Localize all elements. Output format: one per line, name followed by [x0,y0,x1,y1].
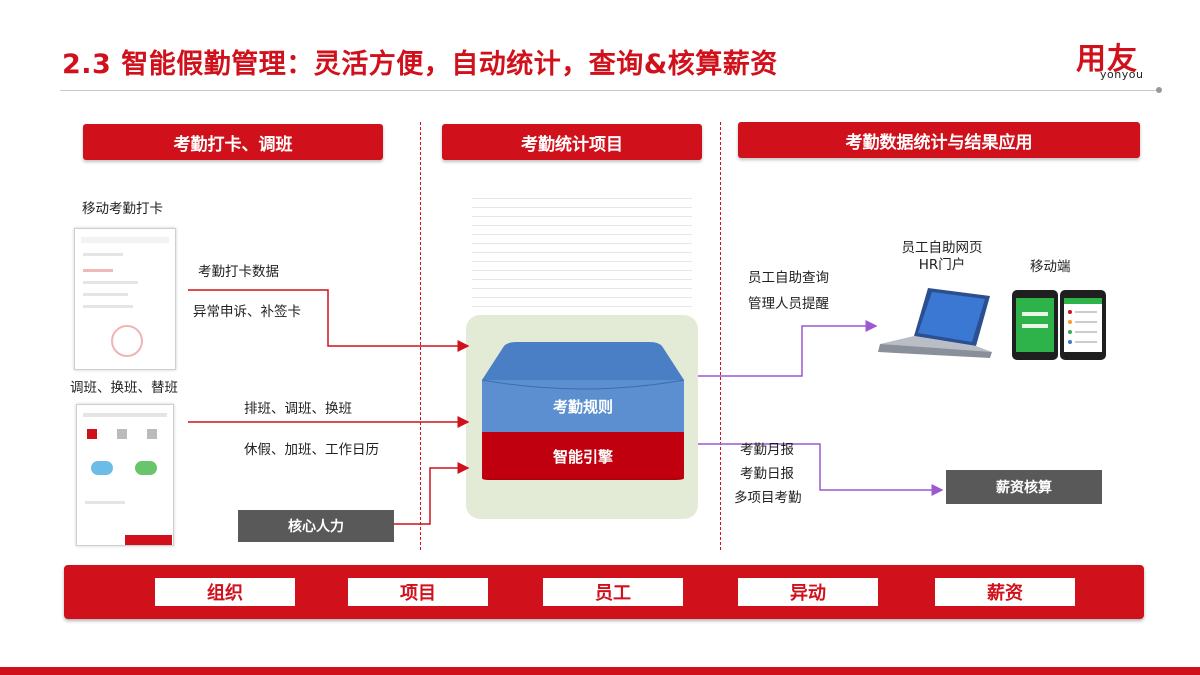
query-label-2: 管理人员提醒 [748,296,829,312]
header-attendance-items: 考勤统计项目 [442,124,702,160]
arrow1-label-2: 异常申诉、补签卡 [193,304,301,320]
report-label-3: 多项目考勤 [734,490,802,506]
foundation-item-employee: 员工 [543,578,683,606]
portal-label-1: 员工自助网页 [901,240,983,256]
logo-en: yonyou [1100,68,1144,81]
mobile-label: 移动端 [1030,259,1071,275]
arrow2-label-1: 排班、调班、换班 [244,401,352,417]
attendance-items-table [472,190,692,307]
shift-green-pill [135,461,157,475]
engine-rules-label: 考勤规则 [552,398,613,416]
phone-screenshot-shift [76,404,174,546]
engine-cylinder [481,342,685,480]
title-rule-dot [1156,87,1162,93]
divider-left [420,122,421,550]
arrow1-label-1: 考勤打卡数据 [198,264,279,280]
mobile-clock-label: 移动考勤打卡 [82,201,163,217]
report-label-1: 考勤月报 [740,442,794,458]
phone-screenshot-clock [74,228,176,370]
clock-in-circle [111,325,143,357]
logo-cn: 用友 [1076,42,1138,77]
laptop-icon [878,288,992,358]
core-hr-box: 核心人力 [238,510,394,542]
engine-core-label: 智能引擎 [552,448,613,466]
divider-right [720,122,721,550]
arrow2-label-2: 休假、加班、工作日历 [244,442,379,458]
foundation-item-change: 异动 [738,578,878,606]
arrow-to-query [698,320,878,377]
payroll-box: 薪资核算 [946,470,1102,504]
foundation-item-project: 项目 [348,578,488,606]
title-rule [60,90,1160,91]
foundation-item-org: 组织 [155,578,295,606]
arrow-to-payroll [698,443,944,496]
arrow-core-hr [394,462,470,525]
shift-blue-pill [91,461,113,475]
header-results: 考勤数据统计与结果应用 [738,122,1140,158]
portal-label-2: HR门户 [918,257,966,273]
query-label-1: 员工自助查询 [748,270,829,286]
phone-submit-bar [125,535,172,545]
shift-label: 调班、换班、替班 [70,380,178,396]
page-title: 2.3 智能假勤管理：灵活方便，自动统计，查询&核算薪资 [62,49,778,80]
foundation-item-salary: 薪资 [935,578,1075,606]
report-label-2: 考勤日报 [740,466,794,482]
mobile-phones-icon [1012,290,1106,360]
footer-line [0,667,1200,675]
arrow-clock-data [188,289,470,352]
header-attendance-clock: 考勤打卡、调班 [83,124,383,160]
